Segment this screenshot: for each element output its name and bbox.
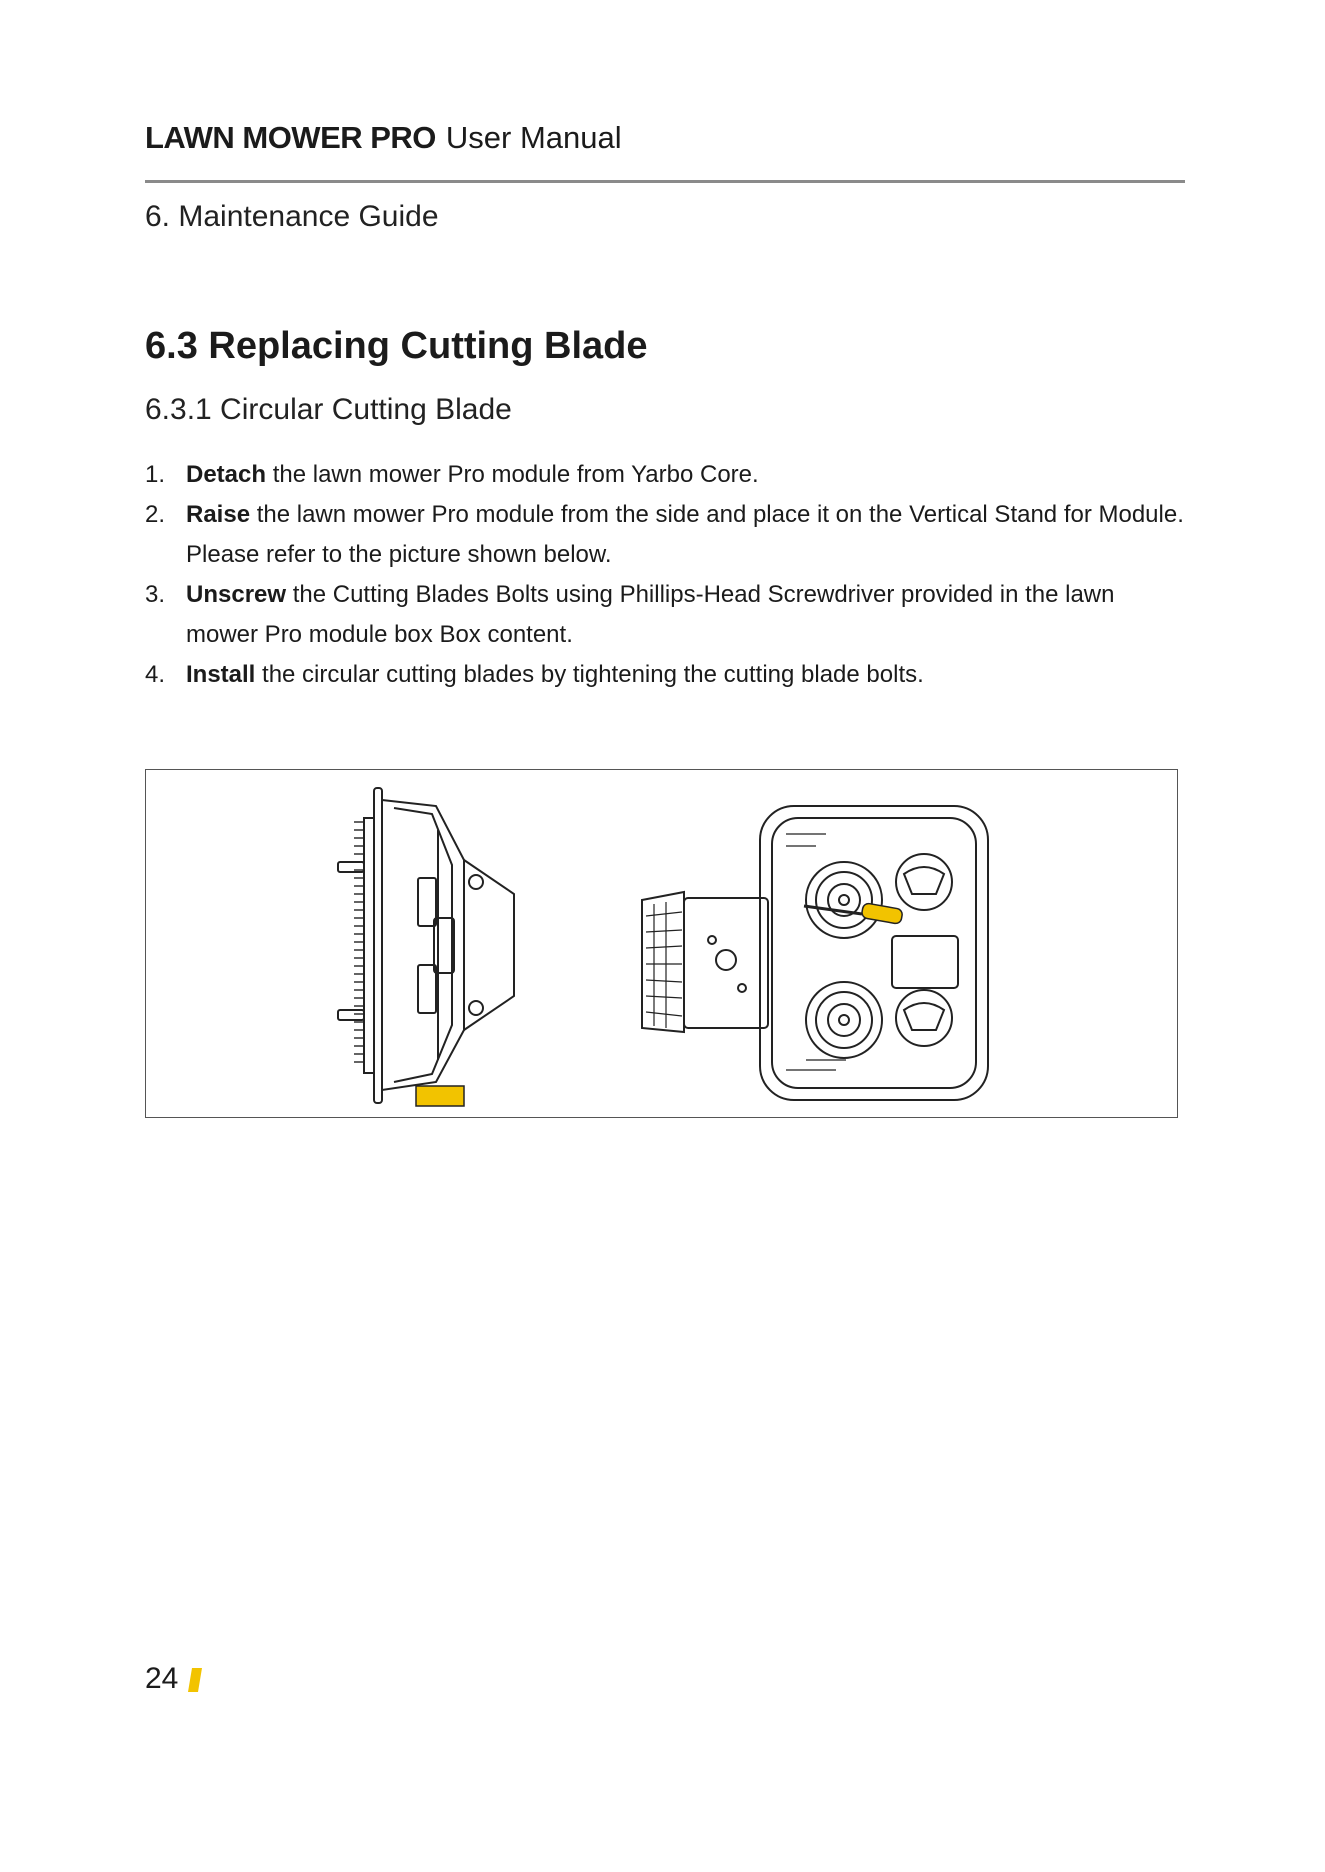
chapter-title: 6. Maintenance Guide xyxy=(145,200,439,233)
step-number: 2. xyxy=(145,501,166,528)
step-4: 4. Install the circular cutting blades by… xyxy=(145,655,1185,695)
mower-side-view-illustration xyxy=(337,787,515,1104)
step-1: 1. Detach the lawn mower Pro module from … xyxy=(145,455,1185,495)
instruction-steps: 1. Detach the lawn mower Pro module from … xyxy=(145,455,1185,695)
step-verb: Detach xyxy=(186,461,267,488)
step-text: the Cutting Blades Bolts using Phillips-… xyxy=(186,581,1115,648)
mower-underside-illustration xyxy=(641,805,989,1101)
stand-foot-highlight xyxy=(415,1085,465,1107)
page-accent-mark xyxy=(188,1668,202,1692)
step-3: 3. Unscrew the Cutting Blades Bolts using… xyxy=(145,575,1185,655)
header-divider xyxy=(145,180,1185,183)
step-text: the circular cutting blades by tightenin… xyxy=(255,661,924,688)
subsection-title: 6.3.1 Circular Cutting Blade xyxy=(145,393,512,426)
step-verb: Unscrew xyxy=(186,581,287,608)
step-2: 2. Raise the lawn mower Pro module from t… xyxy=(145,495,1185,575)
document-type: User Manual xyxy=(445,120,622,155)
step-number: 3. xyxy=(145,581,166,608)
illustration xyxy=(337,787,989,1107)
illustration-frame xyxy=(145,769,1178,1118)
running-header: LAWN MOWER PRO User Manual xyxy=(145,122,622,153)
step-number: 1. xyxy=(145,461,166,488)
section-title: 6.3 Replacing Cutting Blade xyxy=(145,325,648,367)
step-text: the lawn mower Pro module from Yarbo Cor… xyxy=(266,461,759,488)
page-number: 24 xyxy=(145,1662,179,1695)
screwdriver-icon xyxy=(803,902,903,925)
brand-name: LAWN MOWER PRO xyxy=(145,120,436,155)
step-verb: Install xyxy=(186,661,256,688)
step-number: 4. xyxy=(145,661,166,688)
step-verb: Raise xyxy=(186,501,251,528)
step-text: the lawn mower Pro module from the side … xyxy=(186,501,1184,568)
